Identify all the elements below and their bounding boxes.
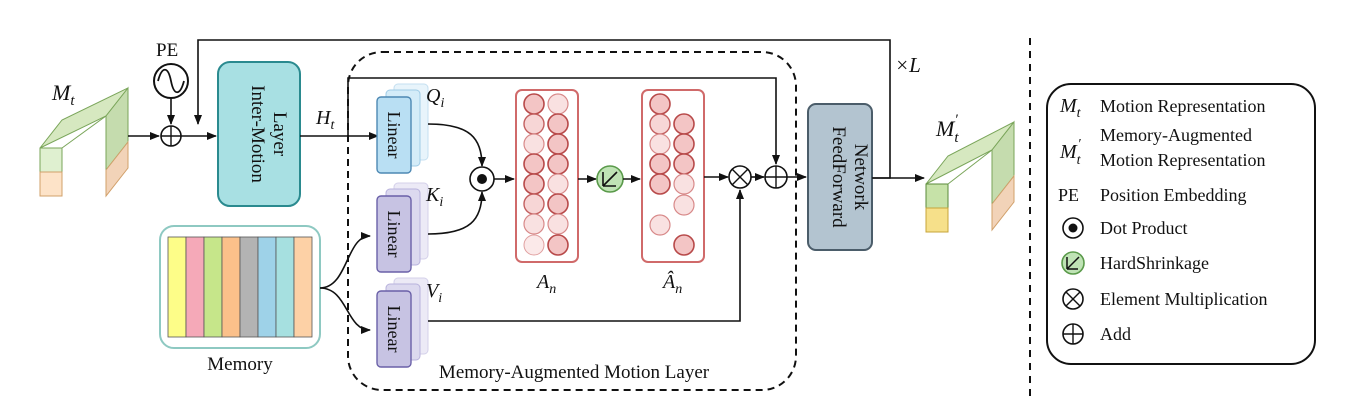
legend-dot-product: Dot Product	[1100, 218, 1188, 238]
linear-v-block: Linear	[376, 277, 429, 368]
memory-bank	[159, 225, 321, 349]
memory-slot	[203, 236, 223, 338]
legend-add-icon	[1062, 323, 1084, 345]
legend-symbol-m-t-prime: Mt′	[1059, 137, 1082, 168]
linear-v-label: Linear	[384, 306, 404, 353]
memory-slot	[293, 236, 313, 338]
q-label: Qi	[426, 85, 444, 111]
dot-product-icon	[469, 166, 495, 192]
m-t-label: Mt	[51, 80, 75, 109]
legend-add: Add	[1100, 324, 1131, 344]
inter-motion-layer-box: Inter-Motion Layer	[217, 61, 301, 207]
hardshrinkage-icon	[596, 165, 624, 193]
memory-slot	[239, 236, 259, 338]
memory-slot	[185, 236, 205, 338]
ffn-label-1: FeedForward	[828, 126, 849, 228]
legend-position-embedding: Position Embedding	[1100, 185, 1247, 205]
legend-hardshrinkage: HardShrinkage	[1100, 253, 1209, 273]
pe-label: PE	[156, 40, 178, 61]
legend-dot-product-icon	[1062, 217, 1084, 239]
memory-slot	[275, 236, 295, 338]
ffn-label-2: Network	[850, 144, 871, 211]
residual-add-icon	[764, 165, 788, 189]
input-add-icon	[160, 125, 182, 147]
legend-symbol-m-t: Mt	[1059, 95, 1082, 121]
memory-slot	[221, 236, 241, 338]
memory-label: Memory	[207, 354, 273, 375]
v-label: Vi	[426, 280, 442, 306]
position-embedding-icon	[153, 63, 189, 99]
attention-matrix-a-hat	[641, 89, 705, 263]
k-label: Ki	[425, 184, 443, 210]
feedforward-network-box: FeedForward Network	[807, 103, 873, 251]
legend-symbol-pe: PE	[1058, 185, 1079, 205]
attention-matrix-a	[515, 89, 579, 263]
inter-motion-label-1: Inter-Motion	[247, 85, 268, 183]
memory-slot	[167, 236, 187, 338]
output-motion-block	[925, 120, 1015, 233]
legend-motion-representation: Motion Representation	[1100, 96, 1265, 116]
element-multiplication-icon	[728, 165, 752, 189]
legend-panel: Mt Motion Representation Mt′ Memory-Augm…	[1046, 83, 1316, 365]
linear-q-label: Linear	[384, 112, 404, 159]
legend-element-multiplication-icon	[1062, 288, 1084, 310]
legend-element-multiplication: Element Multiplication	[1100, 289, 1267, 309]
linear-q-block: Linear	[376, 83, 429, 174]
linear-k-label: Linear	[384, 211, 404, 258]
legend-memory-augmented-line1: Memory-Augmented	[1100, 125, 1252, 145]
memory-augmented-layer-boundary	[347, 51, 797, 391]
m-t-prime-label: Mt′	[935, 112, 959, 146]
memory-slot	[257, 236, 277, 338]
legend-hardshrinkage-icon	[1061, 251, 1085, 275]
a-n-label: An	[535, 271, 556, 297]
h-t-label: Ht	[315, 107, 335, 133]
input-motion-block	[39, 86, 129, 198]
legend-memory-augmented-line2: Motion Representation	[1100, 150, 1265, 170]
memory-augmented-layer-label: Memory-Augmented Motion Layer	[439, 362, 710, 383]
linear-k-block: Linear	[376, 182, 429, 273]
a-hat-n-label: Ân	[661, 270, 682, 297]
times-l-label: ×L	[895, 53, 921, 77]
inter-motion-label-2: Layer	[269, 112, 290, 157]
